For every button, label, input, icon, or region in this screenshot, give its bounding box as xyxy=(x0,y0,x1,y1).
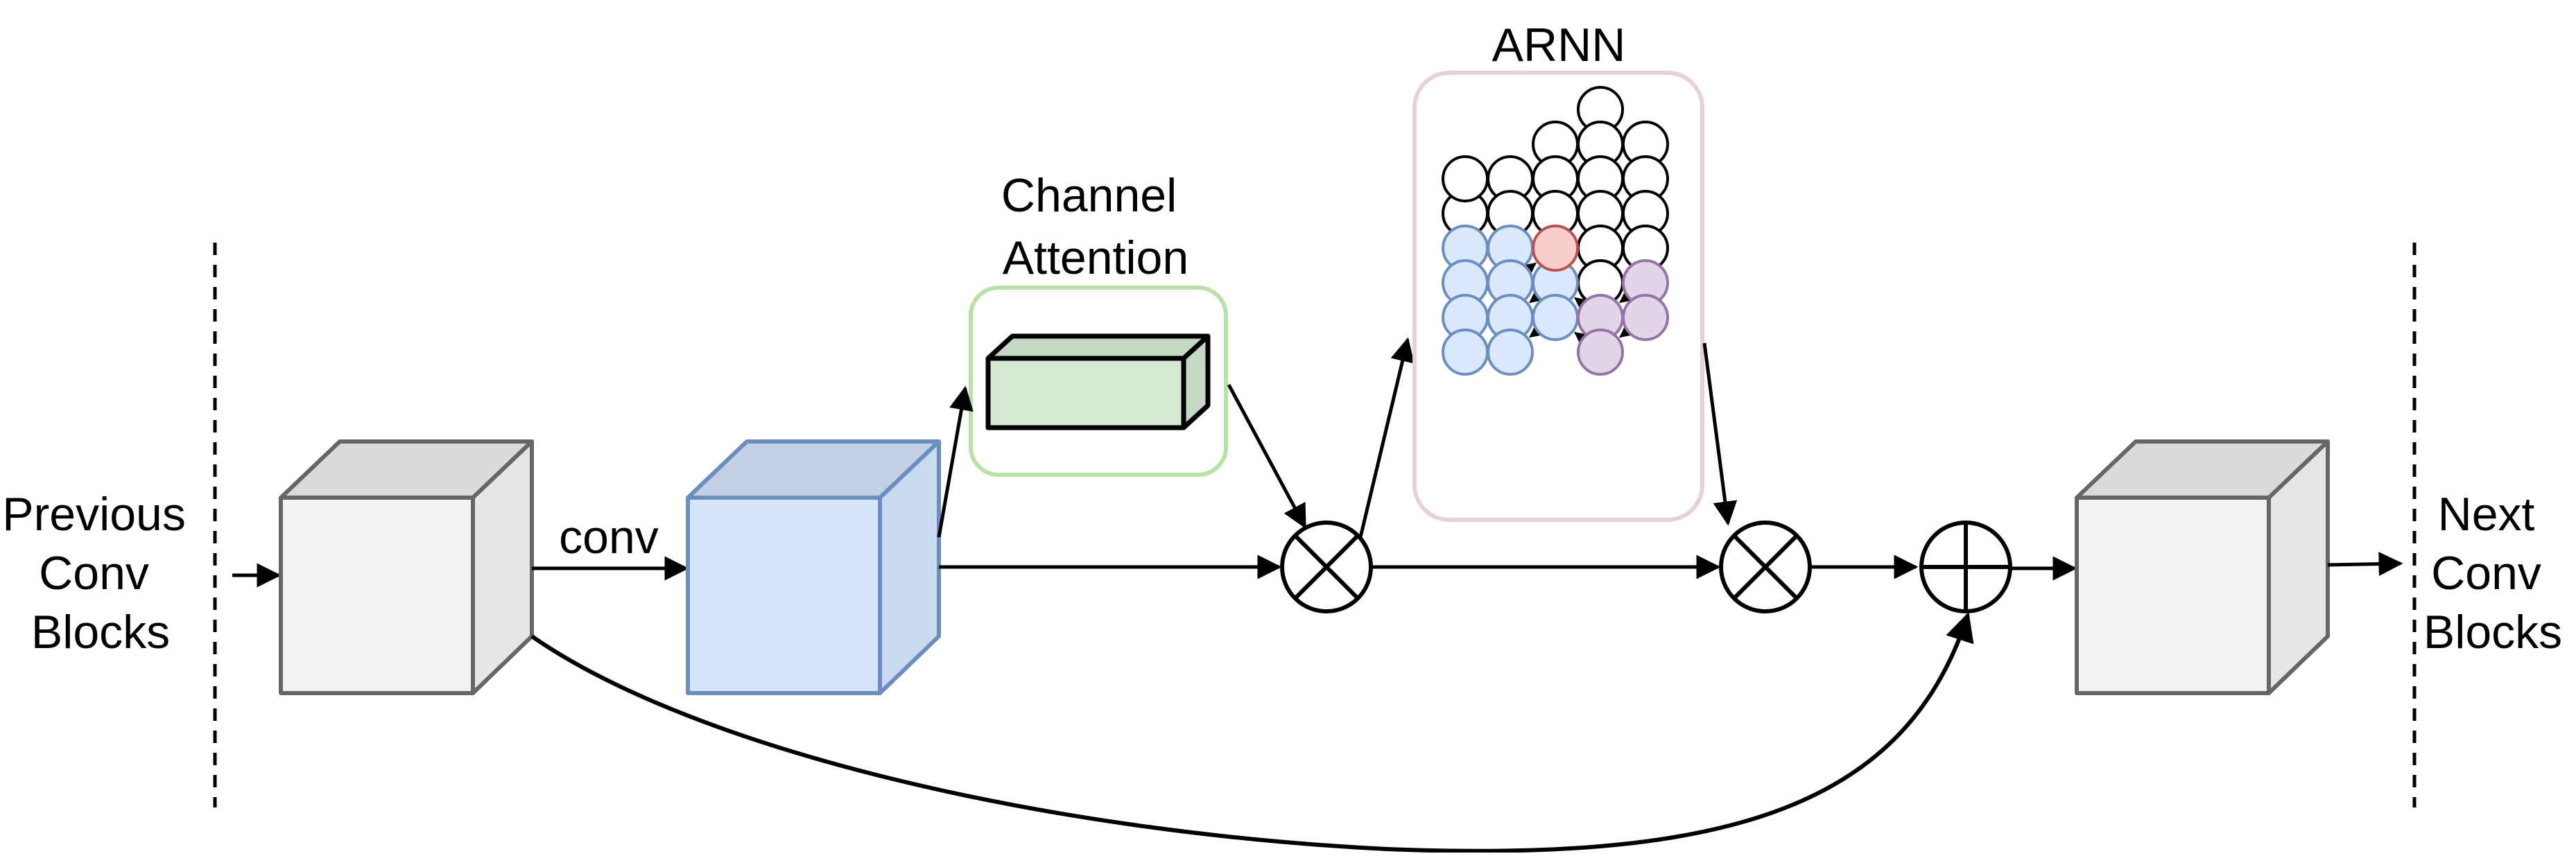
multiply-operator-2 xyxy=(1719,521,1812,613)
channel-attention-line-1: Channel xyxy=(1001,169,1177,222)
output-arrow xyxy=(2327,552,2403,577)
conv-feature-cube xyxy=(686,439,941,695)
channel-attention-box xyxy=(969,286,1228,477)
arnn-edge xyxy=(1574,331,1588,344)
conv-label: conv xyxy=(559,511,659,564)
previous-line-3: Blocks xyxy=(31,606,170,658)
add-operator xyxy=(1919,521,2012,613)
output-feature-cube xyxy=(2075,439,2330,695)
arnn-nodes xyxy=(1442,86,1669,376)
next-line-2: Conv xyxy=(2431,547,2541,600)
channel-attention-prism xyxy=(985,333,1211,430)
arnn-node-empty xyxy=(1442,155,1489,202)
next-line-3: Blocks xyxy=(2423,606,2562,658)
arnn-node-current xyxy=(1532,225,1579,272)
previous-line-1: Previous xyxy=(2,488,186,541)
arnn-edge xyxy=(1574,297,1588,310)
arnn-edge xyxy=(1523,262,1537,275)
arrow-to-arnn xyxy=(1358,337,1415,538)
channel-attention-line-2: Attention xyxy=(1003,232,1188,284)
next-blocks-label: Next Conv Blocks xyxy=(2423,488,2562,658)
arnn-node-visited xyxy=(1487,329,1534,376)
arnn-node-start xyxy=(1577,329,1624,376)
arrow-ca-to-multiply xyxy=(1227,383,1307,530)
channel-attention-label: Channel Attention xyxy=(1001,169,1190,284)
previous-line-2: Conv xyxy=(39,547,149,600)
arnn-edge xyxy=(1619,290,1633,304)
skip-connection xyxy=(530,612,1974,853)
arnn-edge xyxy=(1529,325,1543,338)
arrow-arnn-to-multiply xyxy=(1702,342,1738,526)
arrow-to-channel-attention xyxy=(937,385,974,538)
arnn-label: ARNN xyxy=(1492,19,1626,71)
arnn-node-visited xyxy=(1532,294,1579,341)
arnn-edge xyxy=(1529,290,1543,304)
input-feature-cube xyxy=(279,439,534,695)
arnn-node-visited xyxy=(1442,329,1489,376)
multiply-operator-1 xyxy=(1280,521,1373,613)
arnn-box xyxy=(1412,71,1704,522)
next-line-1: Next xyxy=(2438,488,2535,541)
arnn-edge xyxy=(1619,325,1633,338)
arnn-node-start xyxy=(1622,294,1669,341)
previous-blocks-label: Previous Conv Blocks xyxy=(2,488,198,658)
